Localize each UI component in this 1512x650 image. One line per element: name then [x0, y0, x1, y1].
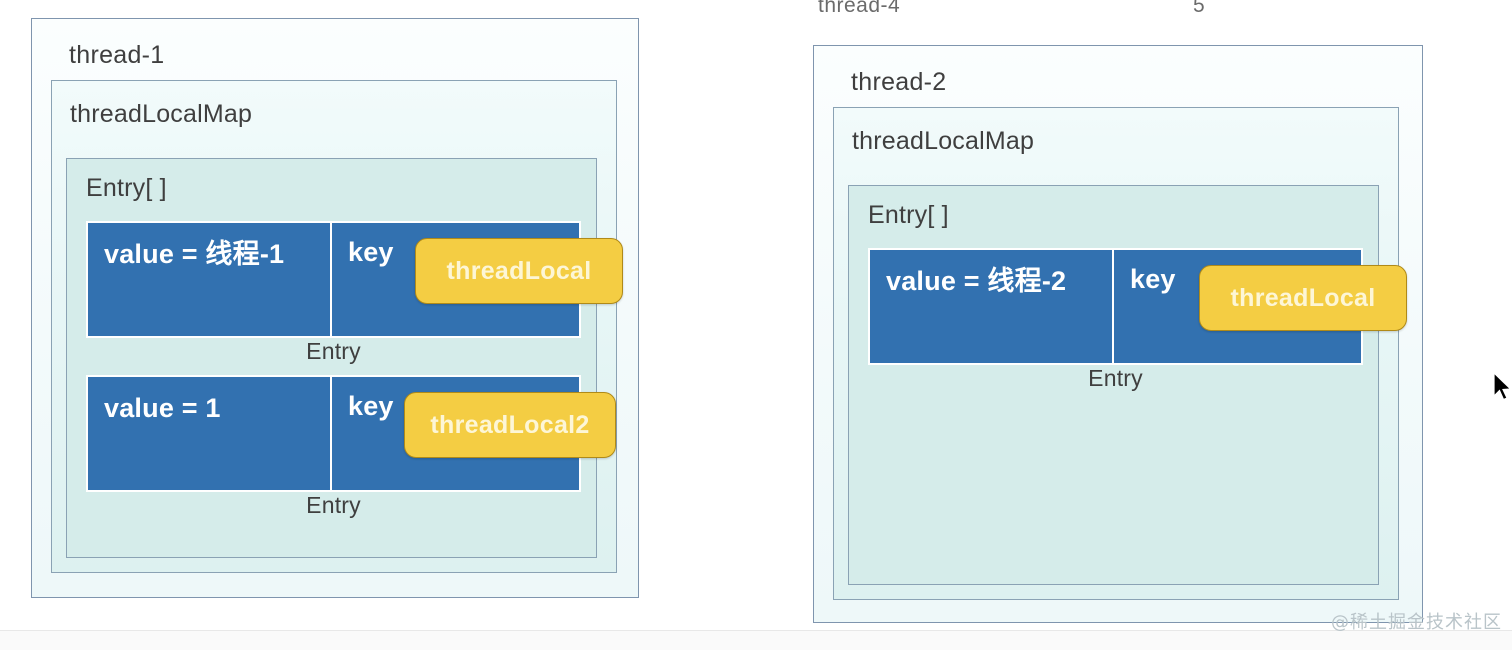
thread-local-badge: threadLocal — [1199, 265, 1407, 331]
entry-caption: Entry — [306, 492, 361, 518]
entry-value-cell: value = 1 — [88, 377, 332, 490]
page-footer-strip — [0, 631, 1512, 650]
thread-local-map-box: threadLocalMap Entry[ ] value = 线程-2 key… — [833, 107, 1399, 600]
thread-title: thread-1 — [69, 41, 165, 69]
entry-caption: Entry — [1088, 365, 1143, 391]
mouse-cursor-icon — [1493, 372, 1512, 401]
entry-value-cell: value = 线程-2 — [870, 250, 1114, 363]
entry-caption: Entry — [306, 338, 361, 364]
entry-array-title: Entry[ ] — [86, 174, 167, 202]
thread-panel-thread-2: thread-2 threadLocalMap Entry[ ] value =… — [813, 45, 1423, 623]
thread-panel-thread-1: thread-1 threadLocalMap Entry[ ] value =… — [31, 18, 639, 598]
watermark-text: @稀土掘金技术社区 — [1331, 612, 1502, 633]
entry-array-title: Entry[ ] — [868, 201, 949, 229]
cutoff-number-label: 5 — [1193, 0, 1206, 17]
thread-local-map-title: threadLocalMap — [70, 100, 253, 128]
entry-value-cell: value = 线程-1 — [88, 223, 332, 336]
cutoff-thread-label: thread-4 — [818, 0, 901, 17]
page-divider — [0, 630, 1512, 631]
thread-title: thread-2 — [851, 68, 947, 96]
thread-local-map-title: threadLocalMap — [852, 127, 1035, 155]
thread-local-badge: threadLocal — [415, 238, 623, 304]
thread-local-badge: threadLocal2 — [404, 392, 616, 458]
thread-local-map-box: threadLocalMap Entry[ ] value = 线程-1 key… — [51, 80, 617, 573]
entry-array-box: Entry[ ] value = 线程-1 key Entry value = … — [66, 158, 597, 558]
entry-array-box: Entry[ ] value = 线程-2 key Entry — [848, 185, 1379, 585]
